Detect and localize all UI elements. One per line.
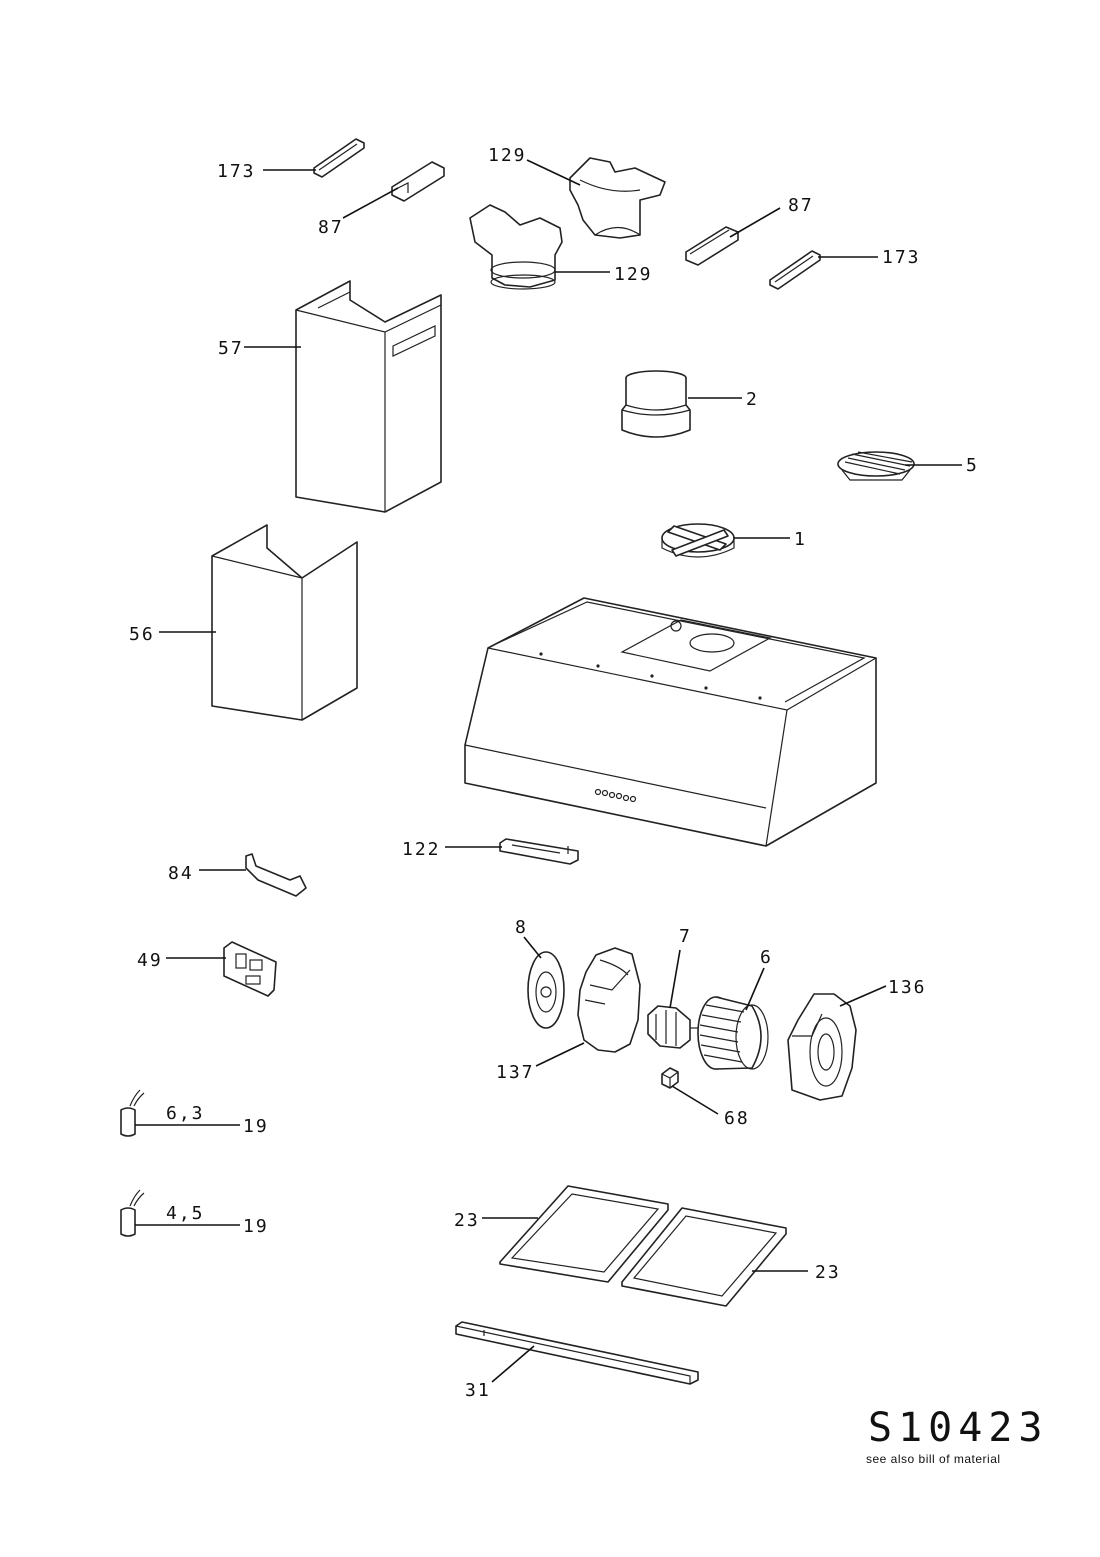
part-87-right [685, 226, 739, 266]
label-137: 137 [496, 1062, 535, 1083]
part-173-right [769, 250, 821, 290]
label-2: 2 [746, 389, 759, 410]
label-8: 8 [515, 917, 528, 938]
part-5-grille [837, 451, 915, 481]
label-1: 1 [794, 529, 807, 550]
part-122-control-board [499, 838, 579, 865]
label-173-right: 173 [882, 247, 921, 268]
drawing-code: S10423 [868, 1405, 1049, 1451]
label-129-lower: 129 [614, 264, 653, 285]
label-6: 6 [760, 947, 773, 968]
label-87-right: 87 [788, 195, 814, 216]
part-8-motor-plate [527, 951, 565, 1029]
label-84: 84 [168, 863, 194, 884]
part-19-capacitor-4-5 [120, 1189, 145, 1237]
label-57: 57 [218, 338, 244, 359]
part-68-small-part [661, 1067, 679, 1089]
part-136-scroll-housing [787, 993, 857, 1101]
label-173-left: 173 [217, 161, 256, 182]
label-19-upper: 19 [243, 1116, 269, 1137]
label-136: 136 [888, 977, 927, 998]
label-56: 56 [129, 624, 155, 645]
label-19-lower: 19 [243, 1216, 269, 1237]
label-31: 31 [465, 1380, 491, 1401]
part-84-bracket [245, 853, 307, 897]
label-7: 7 [679, 926, 692, 947]
part-49-power-board [223, 941, 277, 997]
part-173-left [313, 138, 365, 178]
part-19-capacitor-6-3 [120, 1089, 145, 1137]
part-31-rail [455, 1321, 699, 1385]
label-68: 68 [724, 1108, 750, 1129]
label-87-left: 87 [318, 217, 344, 238]
part-56-lower-chimney [211, 524, 358, 721]
label-5: 5 [966, 455, 979, 476]
range-hood-body [464, 597, 877, 847]
bill-of-material-note: see also bill of material [866, 1452, 1001, 1466]
part-2-duct-adapter [621, 370, 691, 438]
part-23-grease-filter-left [499, 1185, 669, 1283]
label-4-5: 4,5 [166, 1203, 205, 1224]
part-1-carbon-filter [661, 523, 735, 558]
label-23-left: 23 [454, 1210, 480, 1231]
label-122: 122 [402, 839, 441, 860]
part-129-lower [469, 204, 563, 290]
part-87-left [391, 161, 445, 202]
label-23-right: 23 [815, 1262, 841, 1283]
label-6-3: 6,3 [166, 1103, 205, 1124]
part-23-grease-filter-right [621, 1207, 787, 1307]
part-137-scroll-housing [577, 947, 641, 1053]
part-129-upper [569, 157, 666, 239]
label-49: 49 [137, 950, 163, 971]
part-57-upper-chimney [295, 280, 442, 513]
label-129-upper: 129 [488, 145, 527, 166]
control-buttons [594, 788, 637, 803]
part-6-fan-wheel [697, 996, 769, 1070]
part-7-motor [647, 1005, 698, 1049]
